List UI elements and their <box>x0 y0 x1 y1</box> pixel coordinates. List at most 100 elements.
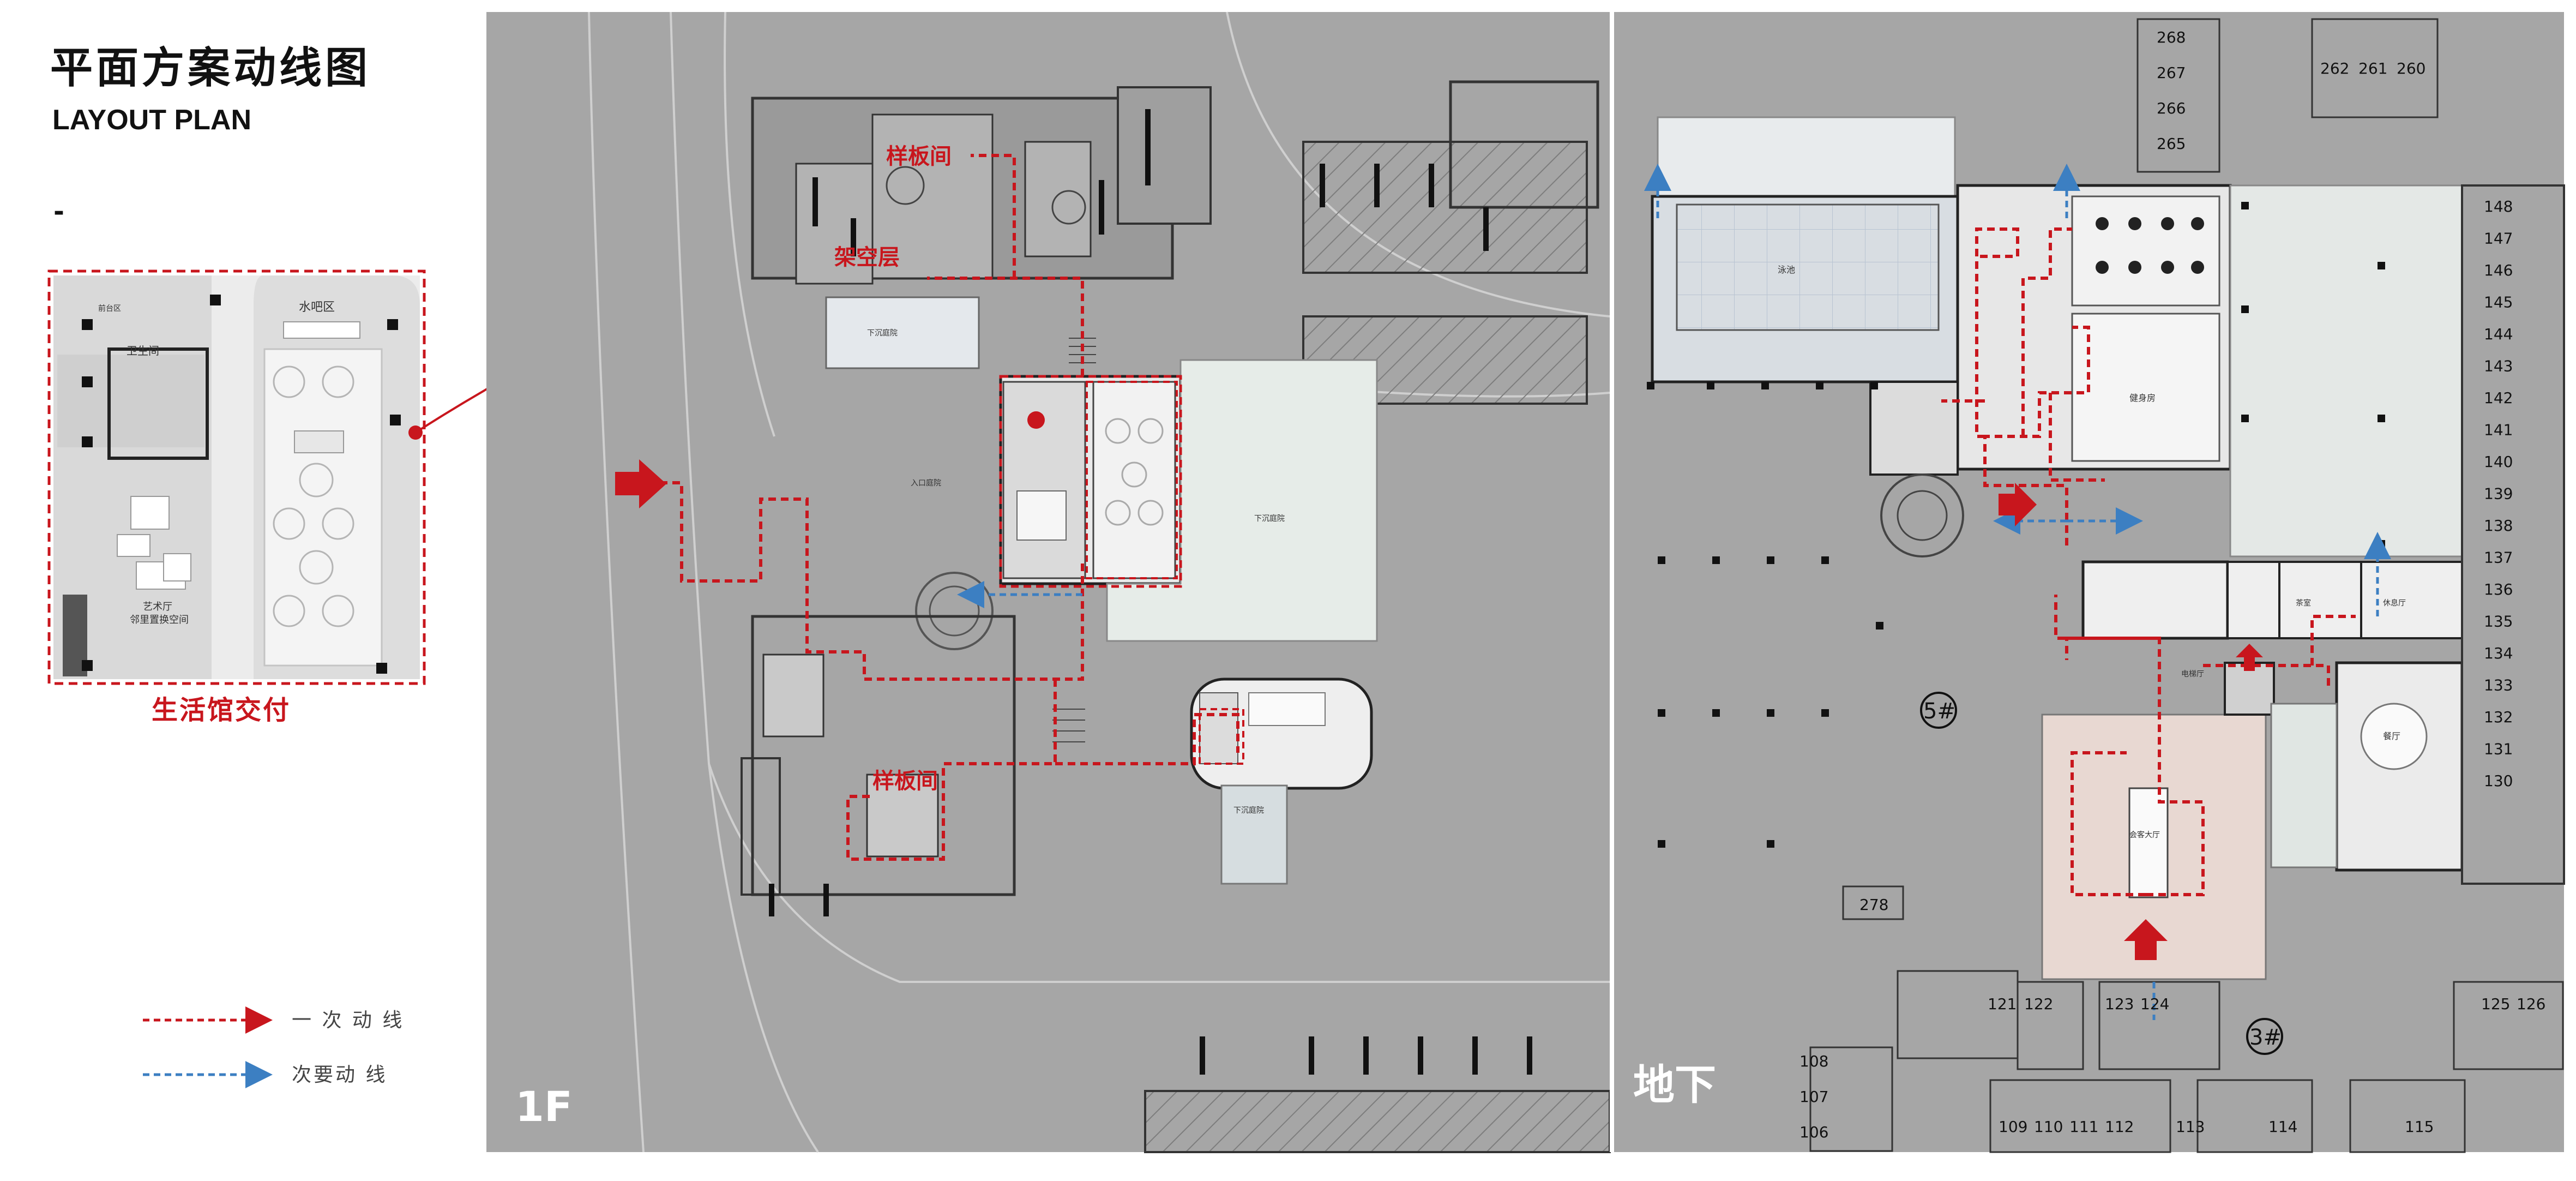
parking-number: 143 <box>2484 357 2513 375</box>
parking-right: 1481471461451441431421411401391381371361… <box>2484 197 2513 790</box>
inset-label-art-hall: 艺术厅 <box>143 601 172 613</box>
label-dining: 餐厅 <box>2383 731 2400 741</box>
route-1f-to-pavilion <box>1055 713 1239 765</box>
label-stilt-floor: 架空层 <box>834 245 900 270</box>
parking-top: 268 267 266 265 <box>2157 28 2186 153</box>
route-b1-changing <box>1975 227 2019 438</box>
page-subtitle: LAYOUT PLAN <box>52 104 251 136</box>
parking-number: 110 <box>2034 1118 2063 1136</box>
building-3-label: 3# <box>2249 1025 2282 1050</box>
elevator-arrow <box>2236 644 2263 671</box>
parking-left: 108 107 106 <box>1799 1052 1828 1141</box>
inset-plan: 前台区 水吧区 卫生间 艺术厅 邻里置换空间 <box>47 269 426 685</box>
parking-number: 144 <box>2484 325 2513 343</box>
route-1f-north <box>927 277 1084 376</box>
parking-number: 113 <box>2176 1118 2205 1136</box>
parking-number: 261 <box>2358 59 2387 77</box>
parking-number: 267 <box>2157 64 2186 82</box>
inset-caption: 生活馆交付 <box>152 695 291 726</box>
label-sample-room-bottom: 样板间 <box>872 769 938 794</box>
selection-pavilion-lower <box>1199 708 1244 765</box>
building-5-label: 5# <box>1923 699 1955 724</box>
page-title: 平面方案动线图 <box>50 44 371 93</box>
parking-number: 114 <box>2268 1118 2297 1136</box>
floor-label-1f: 1F <box>515 1082 573 1131</box>
parking-number: 260 <box>2397 59 2425 77</box>
label-lobby: 会客大厅 <box>2129 830 2160 840</box>
parking-number: 115 <box>2405 1118 2434 1136</box>
route-b1-north <box>1983 326 2090 545</box>
floor-label-b1: 地下 <box>1633 1060 1716 1109</box>
label-sunken-plaza: 下沉庭院 <box>1254 514 1285 523</box>
parking-number: 265 <box>2157 135 2186 153</box>
parking-number: 124 <box>2140 995 2169 1013</box>
inset-label-art-hall-sub: 邻里置换空间 <box>130 614 189 626</box>
lobby-entry-arrow <box>2124 919 2168 960</box>
parking-number: 148 <box>2484 197 2513 215</box>
plan-1f: 下沉庭院 下沉庭院 入口庭院 下沉庭院 <box>486 11 1611 1153</box>
parking-number: 135 <box>2484 613 2513 631</box>
selection-pavilion-inner <box>1086 381 1178 579</box>
title-dash: - <box>53 196 64 227</box>
entrance-arrow-1f <box>615 459 666 508</box>
connector-dot-1f <box>1027 411 1045 429</box>
parking-number: 140 <box>2484 453 2513 471</box>
parking-number: 130 <box>2484 772 2513 790</box>
parking-number: 122 <box>2024 995 2053 1013</box>
legend-primary-label: 一 次 动 线 <box>292 1009 404 1032</box>
inset-label-water-bar: 水吧区 <box>299 301 335 314</box>
label-elevator: 电梯厅 <box>2181 670 2204 679</box>
parking-number: 107 <box>1799 1088 1828 1106</box>
parking-top-row: 262 261 260 <box>2320 59 2425 77</box>
parking-number: 145 <box>2484 293 2513 311</box>
label-entrance-plaza: 入口庭院 <box>911 478 941 488</box>
parking-number: 136 <box>2484 580 2513 598</box>
parking-single: 278 <box>1859 896 1888 914</box>
plan-b1: 泳池 健身房 休息厅 茶室 餐厅 会客大厅 电梯厅 <box>1614 12 2565 1153</box>
parking-number: 262 <box>2320 59 2349 77</box>
entrance-arrow-b1 <box>1999 483 2037 526</box>
route-b1-changing2 <box>2021 227 2072 436</box>
inset-label-restroom: 卫生间 <box>127 344 159 357</box>
parking-number: 106 <box>1799 1123 1828 1141</box>
parking-number: 131 <box>2484 740 2513 758</box>
parking-number: 142 <box>2484 389 2513 407</box>
parking-number: 112 <box>2105 1118 2134 1136</box>
parking-number: 132 <box>2484 708 2513 726</box>
parking-number: 126 <box>2517 995 2545 1013</box>
parking-number: 125 <box>2481 995 2510 1013</box>
legend-secondary-label: 次要动 线 <box>292 1064 387 1086</box>
parking-bottom: 121 122 123 124 125 126 <box>1988 995 2545 1013</box>
parking-number: 108 <box>1799 1052 1828 1070</box>
parking-number: 268 <box>2157 28 2186 46</box>
label-tea: 茶室 <box>2296 598 2311 608</box>
route-b1-gallery <box>2065 637 2159 660</box>
parking-number: 146 <box>2484 261 2513 279</box>
inset-label-reception: 前台区 <box>98 304 121 313</box>
parking-number: 147 <box>2484 230 2513 248</box>
parking-number: 138 <box>2484 517 2513 535</box>
route-1f-entrance <box>660 481 1084 681</box>
parking-number: 123 <box>2105 995 2134 1013</box>
label-sunken-court: 下沉庭院 <box>867 328 898 338</box>
route-b1-lounge <box>2310 615 2356 666</box>
label-pool: 泳池 <box>1778 265 1795 275</box>
route-b1-lobby <box>2054 595 2205 896</box>
parking-number: 133 <box>2484 676 2513 694</box>
parking-number: 266 <box>2157 99 2186 117</box>
parking-number: 121 <box>1988 995 2017 1013</box>
parking-number: 139 <box>2484 485 2513 503</box>
route-1f-sample-top <box>971 154 1016 278</box>
label-sample-room-top: 样板间 <box>886 144 952 169</box>
route-b1-lobby-left <box>2071 751 2146 896</box>
route-1f-to-sample-bottom <box>846 679 1057 861</box>
parking-number: 137 <box>2484 549 2513 567</box>
route-b1-gym <box>2049 393 2105 482</box>
parking-number: 111 <box>2069 1118 2098 1136</box>
parking-number: 134 <box>2484 644 2513 662</box>
label-lounge: 休息厅 <box>2383 598 2406 608</box>
selection-pavilion <box>999 375 1182 588</box>
label-gym: 健身房 <box>2129 393 2156 403</box>
